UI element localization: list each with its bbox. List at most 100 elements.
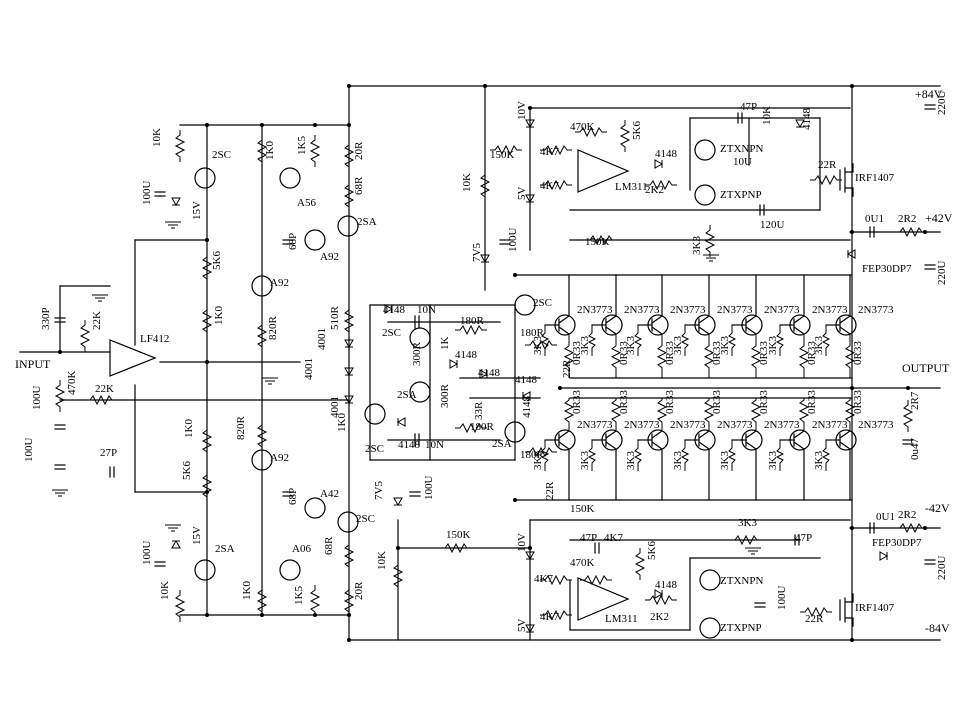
base-resistor-label: 3K3	[813, 451, 825, 470]
value-label: 1K0	[336, 413, 348, 432]
npn-transistor-icon	[194, 139, 721, 639]
junction-dots	[58, 84, 927, 642]
resistor-icon	[844, 398, 856, 430]
value-label: 47P	[740, 101, 757, 113]
value-label: 68P	[287, 233, 299, 250]
value-label: 150K	[446, 529, 471, 541]
value-label: 3K3	[691, 236, 703, 255]
resistor-icon	[680, 325, 690, 356]
value-label: FEP30DP7	[872, 537, 922, 549]
resistor-icon	[821, 325, 831, 356]
value-label: 10V	[516, 533, 528, 552]
value-label: 4K7	[540, 611, 559, 623]
transistor-label: 2SA	[492, 438, 512, 450]
value-label: 22K	[91, 311, 103, 330]
value-label: 4K7	[540, 146, 559, 158]
value-label: 10K	[761, 106, 773, 125]
value-label: 3K3	[738, 517, 757, 529]
diode-icon	[171, 119, 889, 634]
transistor-label: 2SA	[215, 543, 235, 555]
transistor-label: A92	[270, 277, 289, 289]
value-label: 4001	[316, 328, 328, 350]
emitter-resistor-label: 0R33	[664, 341, 676, 365]
value-label: 68R	[323, 536, 335, 555]
emitter-resistor-label: 0R33	[571, 341, 583, 365]
resistor-icon	[775, 325, 785, 356]
output-transistor-label: 2N3773	[577, 304, 613, 316]
passive-components	[52, 84, 936, 642]
resistor-icon	[750, 398, 762, 430]
output-transistor-label: 2N3773	[858, 419, 894, 431]
value-label: 47P	[795, 532, 812, 544]
base-resistor-label: 3K3	[672, 451, 684, 470]
resistor-icon	[610, 398, 622, 430]
value-label: 1K0	[213, 306, 225, 325]
value-label: 180R	[460, 315, 485, 327]
transistor-label: IRF1407	[855, 172, 895, 184]
resistor-icon	[656, 398, 668, 430]
value-label: 27P	[100, 447, 117, 459]
value-label: 100U	[141, 541, 153, 566]
value-label: 33R	[473, 401, 485, 420]
output-transistor-label: 2N3773	[577, 419, 613, 431]
value-label: 5K6	[646, 541, 658, 560]
value-label: 20R	[353, 141, 365, 160]
value-label: 100U	[31, 386, 43, 411]
output-npn-transistor: 2N3773 0R33 3K3	[813, 274, 894, 378]
output-transistor-label: 2N3773	[812, 304, 848, 316]
transistor-label: 2SA	[397, 389, 417, 401]
base-resistor-label: 3K3	[625, 451, 637, 470]
rail-label-neg42: -42V	[925, 501, 950, 515]
transistor-label: ZTXNPN	[720, 575, 763, 587]
base-resistor-label: 3K3	[813, 336, 825, 355]
value-label: 220U	[936, 91, 948, 116]
resistor-icon	[798, 335, 810, 378]
value-label: 470K	[570, 121, 595, 133]
transistor-label: 2SC	[212, 149, 231, 161]
value-label: 2K2	[645, 184, 664, 196]
value-label: 10U	[733, 156, 752, 168]
resistor-icon	[727, 440, 737, 471]
base-resistor-label: 3K3	[672, 336, 684, 355]
emitter-resistor-label: 0R33	[758, 390, 770, 414]
value-label: 22K	[95, 383, 114, 395]
emitter-resistor-label: 0R33	[806, 341, 818, 365]
output-transistor-label: 2N3773	[717, 419, 753, 431]
opamp-label-lower: LM311	[605, 613, 638, 625]
transistor-label: A06	[292, 543, 311, 555]
output-transistor-label: 2N3773	[670, 419, 706, 431]
transistor-label: A92	[320, 251, 339, 263]
value-label: 4148	[383, 304, 406, 316]
value-label: 4K7	[540, 180, 559, 192]
output-transistor-label: 2N3773	[670, 304, 706, 316]
emitter-resistor-label: 0R33	[852, 341, 864, 365]
value-label: 10N	[417, 304, 436, 316]
transistor-label: 2SC	[382, 327, 401, 339]
value-label: FEP30DP7	[862, 263, 912, 275]
ground-icon	[52, 221, 761, 555]
base-resistor-label: 3K3	[579, 451, 591, 470]
output-pnp-transistor: 2N3773 0R33 3K3	[813, 390, 894, 501]
value-label: 1K5	[293, 586, 305, 605]
opamp-icon	[109, 149, 630, 621]
output-transistor-label: 2N3773	[764, 304, 800, 316]
value-label: 10K	[376, 551, 388, 570]
base-resistor-label: 3K3	[579, 336, 591, 355]
value-label: 1K0	[241, 581, 253, 600]
emitter-resistor-label: 0R33	[758, 341, 770, 365]
value-label: 4148	[655, 579, 678, 591]
emitter-resistor-label: 0R33	[852, 390, 864, 414]
value-label: 150K	[570, 503, 595, 515]
output-transistor-array: 2N37730R333K32N37730R333K32N37730R333K32…	[532, 274, 894, 501]
resistor-icon	[563, 398, 575, 430]
value-label: 15V	[191, 201, 203, 220]
output-transistor-label: 2N3773	[764, 419, 800, 431]
value-label: 1K0	[183, 419, 195, 438]
value-label: 330P	[40, 307, 52, 330]
value-label: 470K	[570, 557, 595, 569]
